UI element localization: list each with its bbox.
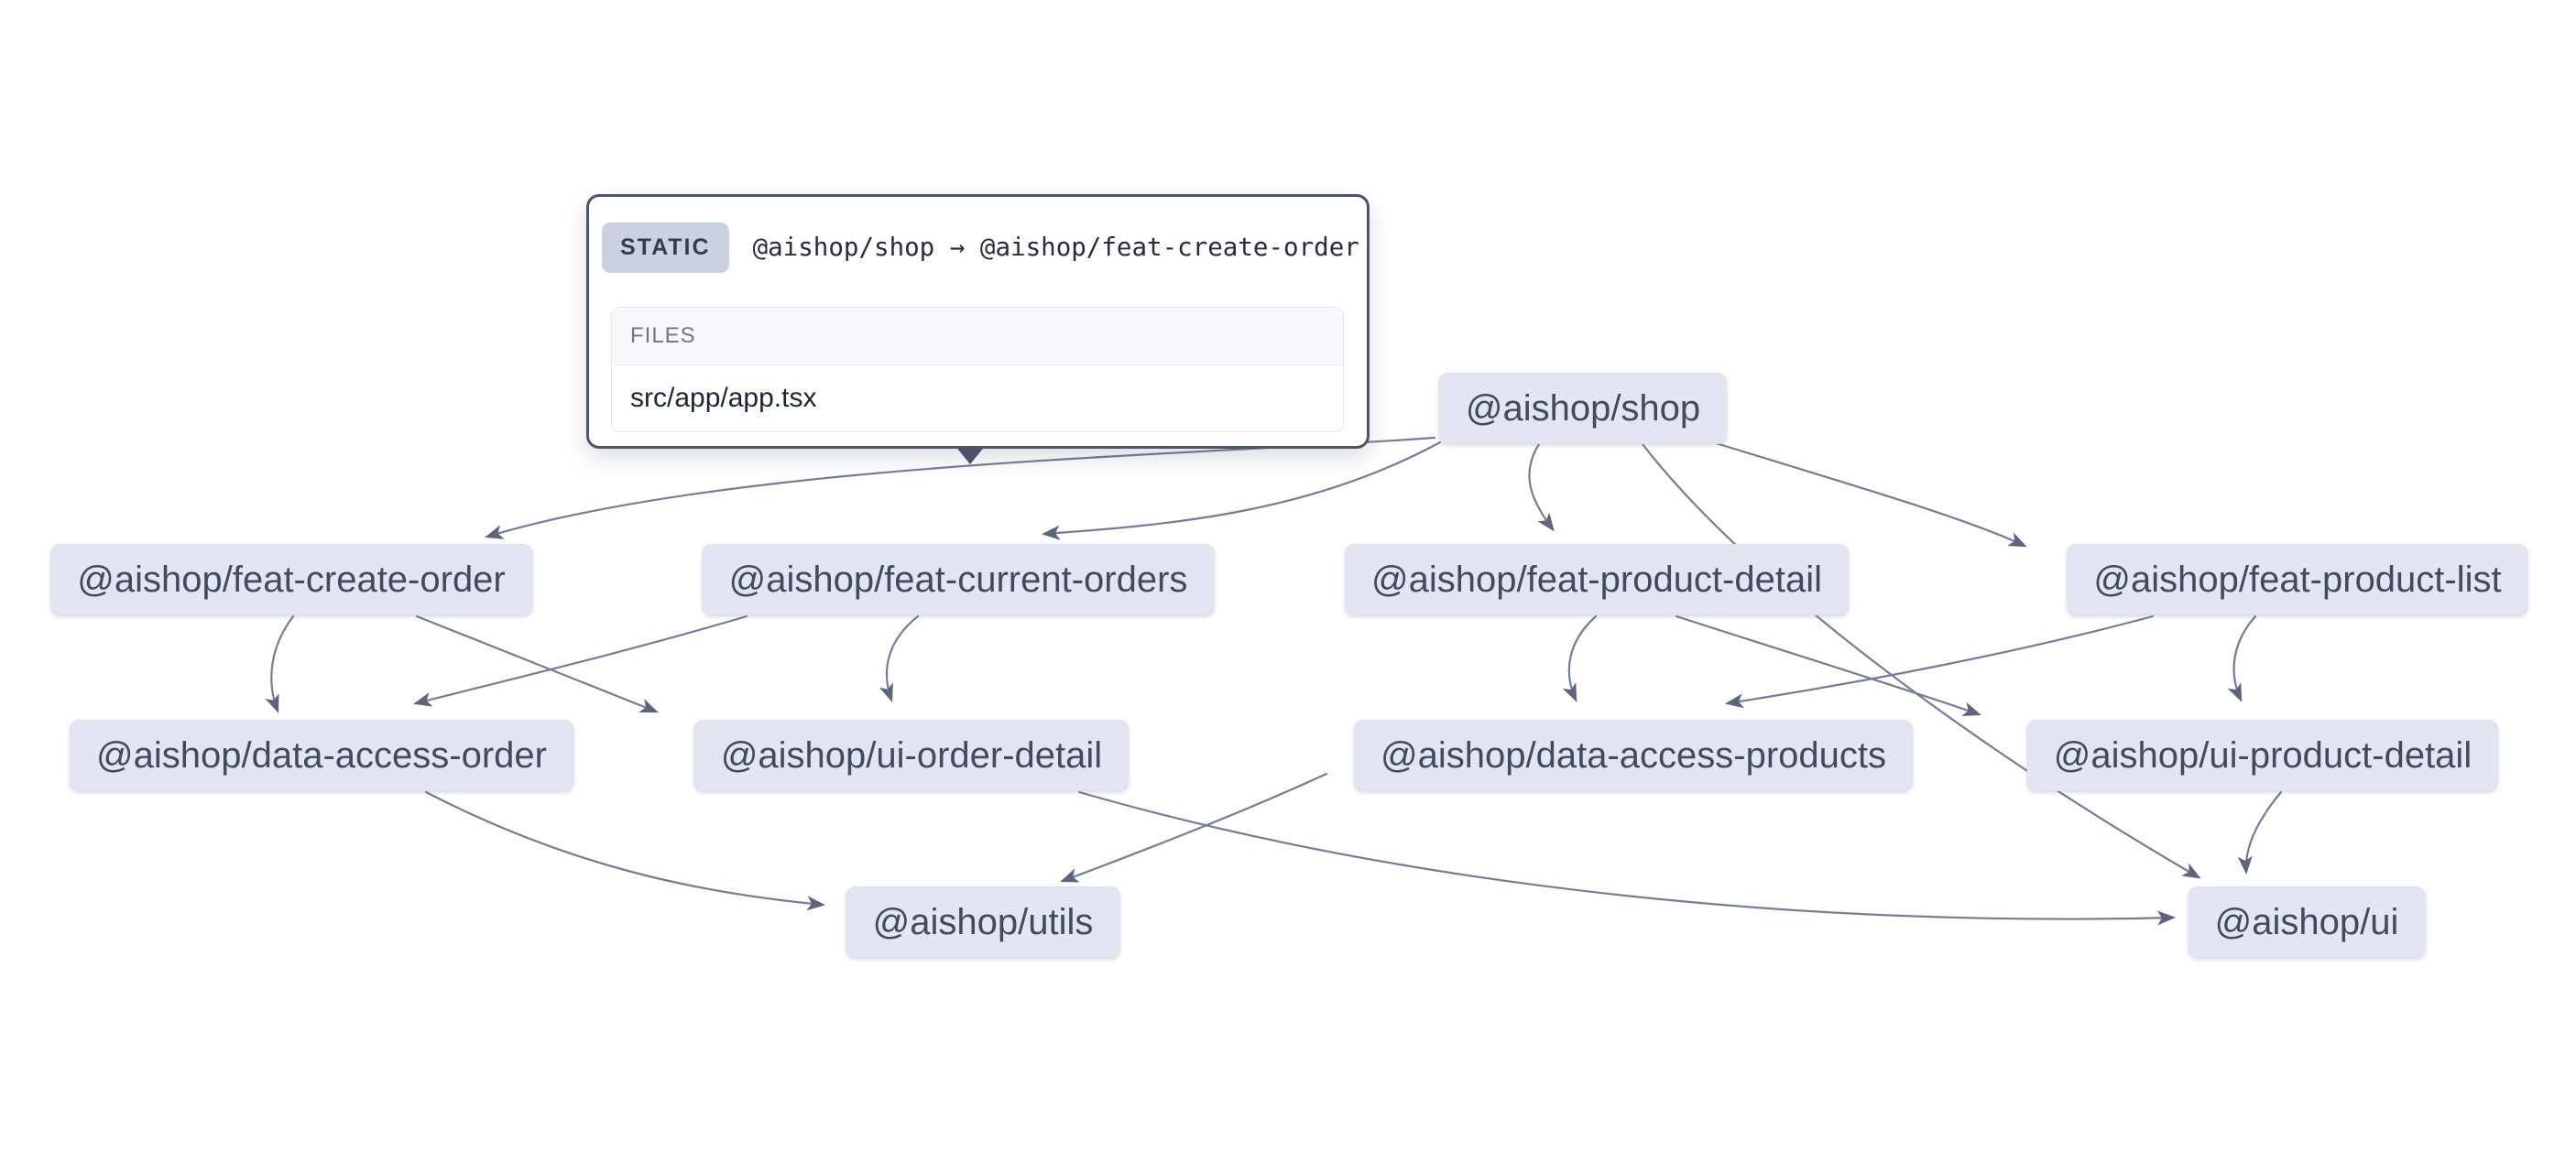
- edge-shop-to-feat-current-orders[interactable]: [1042, 440, 1442, 540]
- tooltip-header: STATIC @aishop/shop → @aishop/feat-creat…: [602, 219, 1359, 276]
- edge-feat-product-detail-to-ui-product-detail[interactable]: [1675, 614, 1981, 716]
- edge-shop-to-feat-product-detail[interactable]: [1528, 442, 1555, 532]
- edge-feat-create-order-to-data-access-order[interactable]: [265, 614, 295, 713]
- graph-node-ui-order-detail[interactable]: @aishop/ui-order-detail: [693, 720, 1130, 791]
- edge-feat-product-detail-to-data-access-products[interactable]: [1562, 614, 1598, 702]
- graph-node-ui-product-detail[interactable]: @aishop/ui-product-detail: [2026, 720, 2499, 791]
- edge-type-badge: STATIC: [602, 222, 729, 273]
- graph-node-data-access-products[interactable]: @aishop/data-access-products: [1354, 720, 1913, 791]
- edge-feat-current-orders-to-data-access-order[interactable]: [413, 614, 748, 707]
- graph-node-utils[interactable]: @aishop/utils: [846, 886, 1120, 958]
- edge-feat-create-order-to-ui-order-detail[interactable]: [415, 614, 659, 713]
- files-section-label: FILES: [612, 308, 1343, 365]
- edge-data-access-order-to-utils[interactable]: [424, 790, 825, 911]
- graph-node-feat-create-order[interactable]: @aishop/feat-create-order: [50, 544, 532, 615]
- files-list: src/app/app.tsx: [612, 365, 1343, 431]
- selected-edge-arrow: [955, 445, 986, 464]
- files-section: FILES src/app/app.tsx: [611, 307, 1344, 432]
- edge-shop-to-feat-product-list[interactable]: [1702, 438, 2027, 548]
- edge-feat-current-orders-to-ui-order-detail[interactable]: [879, 614, 920, 702]
- graph-node-feat-current-orders[interactable]: @aishop/feat-current-orders: [702, 544, 1215, 615]
- graph-node-data-access-order[interactable]: @aishop/data-access-order: [70, 720, 573, 791]
- edge-ui-product-detail-to-ui[interactable]: [2237, 790, 2283, 875]
- edge-feat-product-list-to-data-access-products[interactable]: [1725, 614, 2155, 709]
- edge-ui-order-detail-to-ui[interactable]: [1077, 790, 2176, 926]
- edge-data-access-products-to-utils[interactable]: [1060, 772, 1328, 883]
- edge-shop-to-ui[interactable]: [1641, 442, 2201, 879]
- graph-node-feat-product-list[interactable]: @aishop/feat-product-list: [2067, 544, 2528, 615]
- graph-node-shop[interactable]: @aishop/shop: [1438, 373, 1728, 444]
- file-entry: src/app/app.tsx: [630, 383, 817, 413]
- graph-node-feat-product-detail[interactable]: @aishop/feat-product-detail: [1345, 544, 1849, 615]
- graph-node-ui[interactable]: @aishop/ui: [2188, 886, 2426, 958]
- tooltip-edge-title: @aishop/shop → @aishop/feat-create-order: [752, 233, 1359, 262]
- edge-tooltip: STATIC @aishop/shop → @aishop/feat-creat…: [586, 194, 1370, 449]
- edge-feat-product-list-to-ui-product-detail[interactable]: [2227, 614, 2257, 702]
